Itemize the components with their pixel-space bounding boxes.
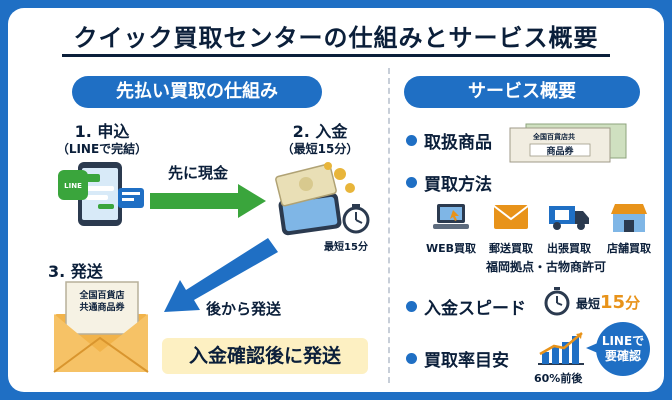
step1-label: 1. 申込 <box>74 122 130 141</box>
step1-sub: （LINEで完結） <box>56 142 148 156</box>
arrow-right-icon <box>150 184 266 218</box>
store-icon <box>611 204 647 232</box>
rate-value: 60%前後 <box>534 372 583 385</box>
items-label: 取扱商品 <box>424 133 492 153</box>
speed-value-group: 最短15分 <box>576 292 640 313</box>
methods-label: 買取方法 <box>424 175 492 195</box>
badge-line1: LINEで <box>601 334 645 348</box>
badge-line2: 要確認 <box>604 349 641 363</box>
envelope-icon <box>493 205 529 229</box>
rate-label: 買取率目安 <box>424 351 509 371</box>
bullet-items <box>406 135 417 146</box>
phone-app-icon <box>58 162 144 226</box>
line-badge: LINEで 要確認 <box>596 322 650 376</box>
voucher-icon <box>509 123 627 163</box>
left-section-heading: 先払い買取の仕組み <box>72 76 322 108</box>
step3-label: 3. 発送 <box>48 262 103 281</box>
method-visit: 出張買取 <box>538 200 600 256</box>
bullet-rate <box>406 353 417 364</box>
bullet-speed <box>406 301 417 312</box>
speed-prefix: 最短 <box>576 297 601 311</box>
method-label: 出張買取 <box>547 242 591 255</box>
envelope-voucher-icon <box>53 281 149 373</box>
step2-sub: （最短15分） <box>281 142 359 156</box>
right-voucher-line1: 全国百貨店共 <box>533 133 575 141</box>
speed-value: 15 <box>600 292 626 313</box>
page-title: クイック買取センターの仕組みとサービス概要 <box>73 24 599 52</box>
step3-voucher-line1: 全国百貨店 <box>79 291 125 301</box>
method-web: WEB買取 <box>420 200 482 256</box>
step2-label: 2. 入金 <box>292 122 348 141</box>
method-store: 店舗買取 <box>598 200 660 256</box>
method-label: WEB買取 <box>425 242 477 255</box>
arrow2-text: 後から発送 <box>206 300 282 318</box>
right-section-heading: サービス概要 <box>404 76 640 108</box>
bar-chart-icon <box>538 332 584 365</box>
speed-unit: 分 <box>625 294 641 312</box>
line-app-text: LINE <box>64 182 82 190</box>
notice-box: 入金確認後に発送 <box>162 338 368 374</box>
truck-icon <box>549 206 589 230</box>
method-mail: 郵送買取 <box>480 200 542 256</box>
arrow-down-left-icon <box>164 238 278 312</box>
speed-label: 入金スピード <box>424 299 526 319</box>
section-divider <box>388 68 390 383</box>
bullet-methods <box>406 177 417 188</box>
method-label: 郵送買取 <box>489 242 533 255</box>
arrow1-text: 先に現金 <box>168 164 229 182</box>
title-underline <box>62 54 610 57</box>
right-voucher-line2: 商品券 <box>546 147 574 157</box>
badge-tail-icon <box>586 342 600 354</box>
laptop-icon <box>433 204 469 229</box>
main-panel: クイック買取センターの仕組みとサービス概要 先払い買取の仕組み 1. 申込 （L… <box>8 8 664 392</box>
method-label: 店舗買取 <box>607 242 651 255</box>
step3-voucher-line2: 共通商品券 <box>79 303 125 313</box>
clock-caption: 最短15分 <box>324 242 368 253</box>
cash-phone-icon <box>275 162 370 236</box>
stopwatch-icon <box>544 287 570 316</box>
location-note: 福岡拠点・古物商許可 <box>486 260 607 274</box>
